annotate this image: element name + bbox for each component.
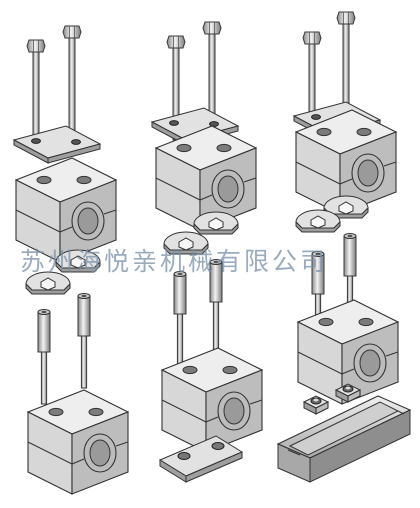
bolt-left (26, 39, 46, 145)
mounting-rail (276, 395, 412, 483)
assembly-heavy-clamp (151, 21, 263, 483)
spacer-bolt-left (37, 309, 51, 405)
spacer-bolt-right (77, 293, 91, 389)
bolt-right (336, 11, 356, 117)
spacer-bolt-left (173, 271, 187, 367)
cover-plate (13, 125, 101, 164)
company-watermark: 苏州海悦亲机械有限公司 (20, 247, 328, 276)
assembly-rail-clamp (276, 11, 412, 483)
weld-plate (158, 435, 244, 483)
clamp-body-lower (27, 389, 129, 495)
hex-nut-disc-right (193, 211, 239, 235)
clamp-body-lower (161, 347, 263, 453)
bolt-right (62, 25, 82, 131)
rail-nut-left (303, 395, 329, 415)
hex-nut-disc-left (295, 209, 341, 233)
